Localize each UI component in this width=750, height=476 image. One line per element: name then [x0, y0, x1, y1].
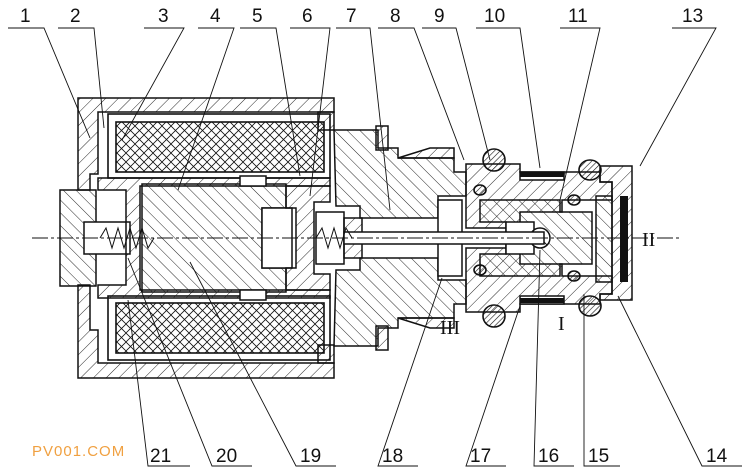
part-label-16: 16 — [538, 446, 559, 467]
coil-winding — [107, 113, 331, 361]
part-labels-bottom: 21 20 19 18 17 16 15 14 — [150, 446, 728, 467]
part-label-20: 20 — [216, 446, 237, 467]
part-label-3: 3 — [158, 6, 169, 27]
part-label-17: 17 — [470, 446, 491, 467]
part-label-1: 1 — [20, 6, 31, 27]
part-label-10: 10 — [484, 6, 505, 27]
part-label-9: 9 — [434, 6, 445, 27]
sleeve-band-top — [520, 172, 564, 177]
part-label-7: 7 — [346, 6, 357, 27]
part-label-18: 18 — [382, 446, 403, 467]
part-label-6: 6 — [302, 6, 313, 27]
part-label-14: 14 — [706, 446, 728, 467]
part-label-5: 5 — [252, 6, 263, 27]
leader-lines-top — [8, 27, 717, 211]
section-mark-III: III — [440, 317, 460, 339]
section-mark-II: II — [642, 229, 655, 251]
leader-lines-bottom — [127, 249, 742, 467]
part-label-11: 11 — [568, 6, 588, 27]
part-label-4: 4 — [210, 6, 221, 27]
part-label-19: 19 — [300, 446, 321, 467]
valve-spring — [315, 226, 353, 250]
part-label-21: 21 — [150, 446, 171, 467]
part-label-2: 2 — [70, 6, 81, 27]
section-mark-I: I — [558, 313, 565, 335]
end-cap — [595, 165, 633, 301]
watermark: PV001.COM — [32, 443, 125, 460]
part-labels-top: 1 2 3 4 5 6 7 8 9 10 11 13 — [20, 6, 703, 27]
part-label-15: 15 — [588, 446, 609, 467]
sleeve-band-bottom — [520, 298, 564, 303]
part-label-8: 8 — [390, 6, 401, 27]
part-label-13: 13 — [682, 6, 703, 27]
